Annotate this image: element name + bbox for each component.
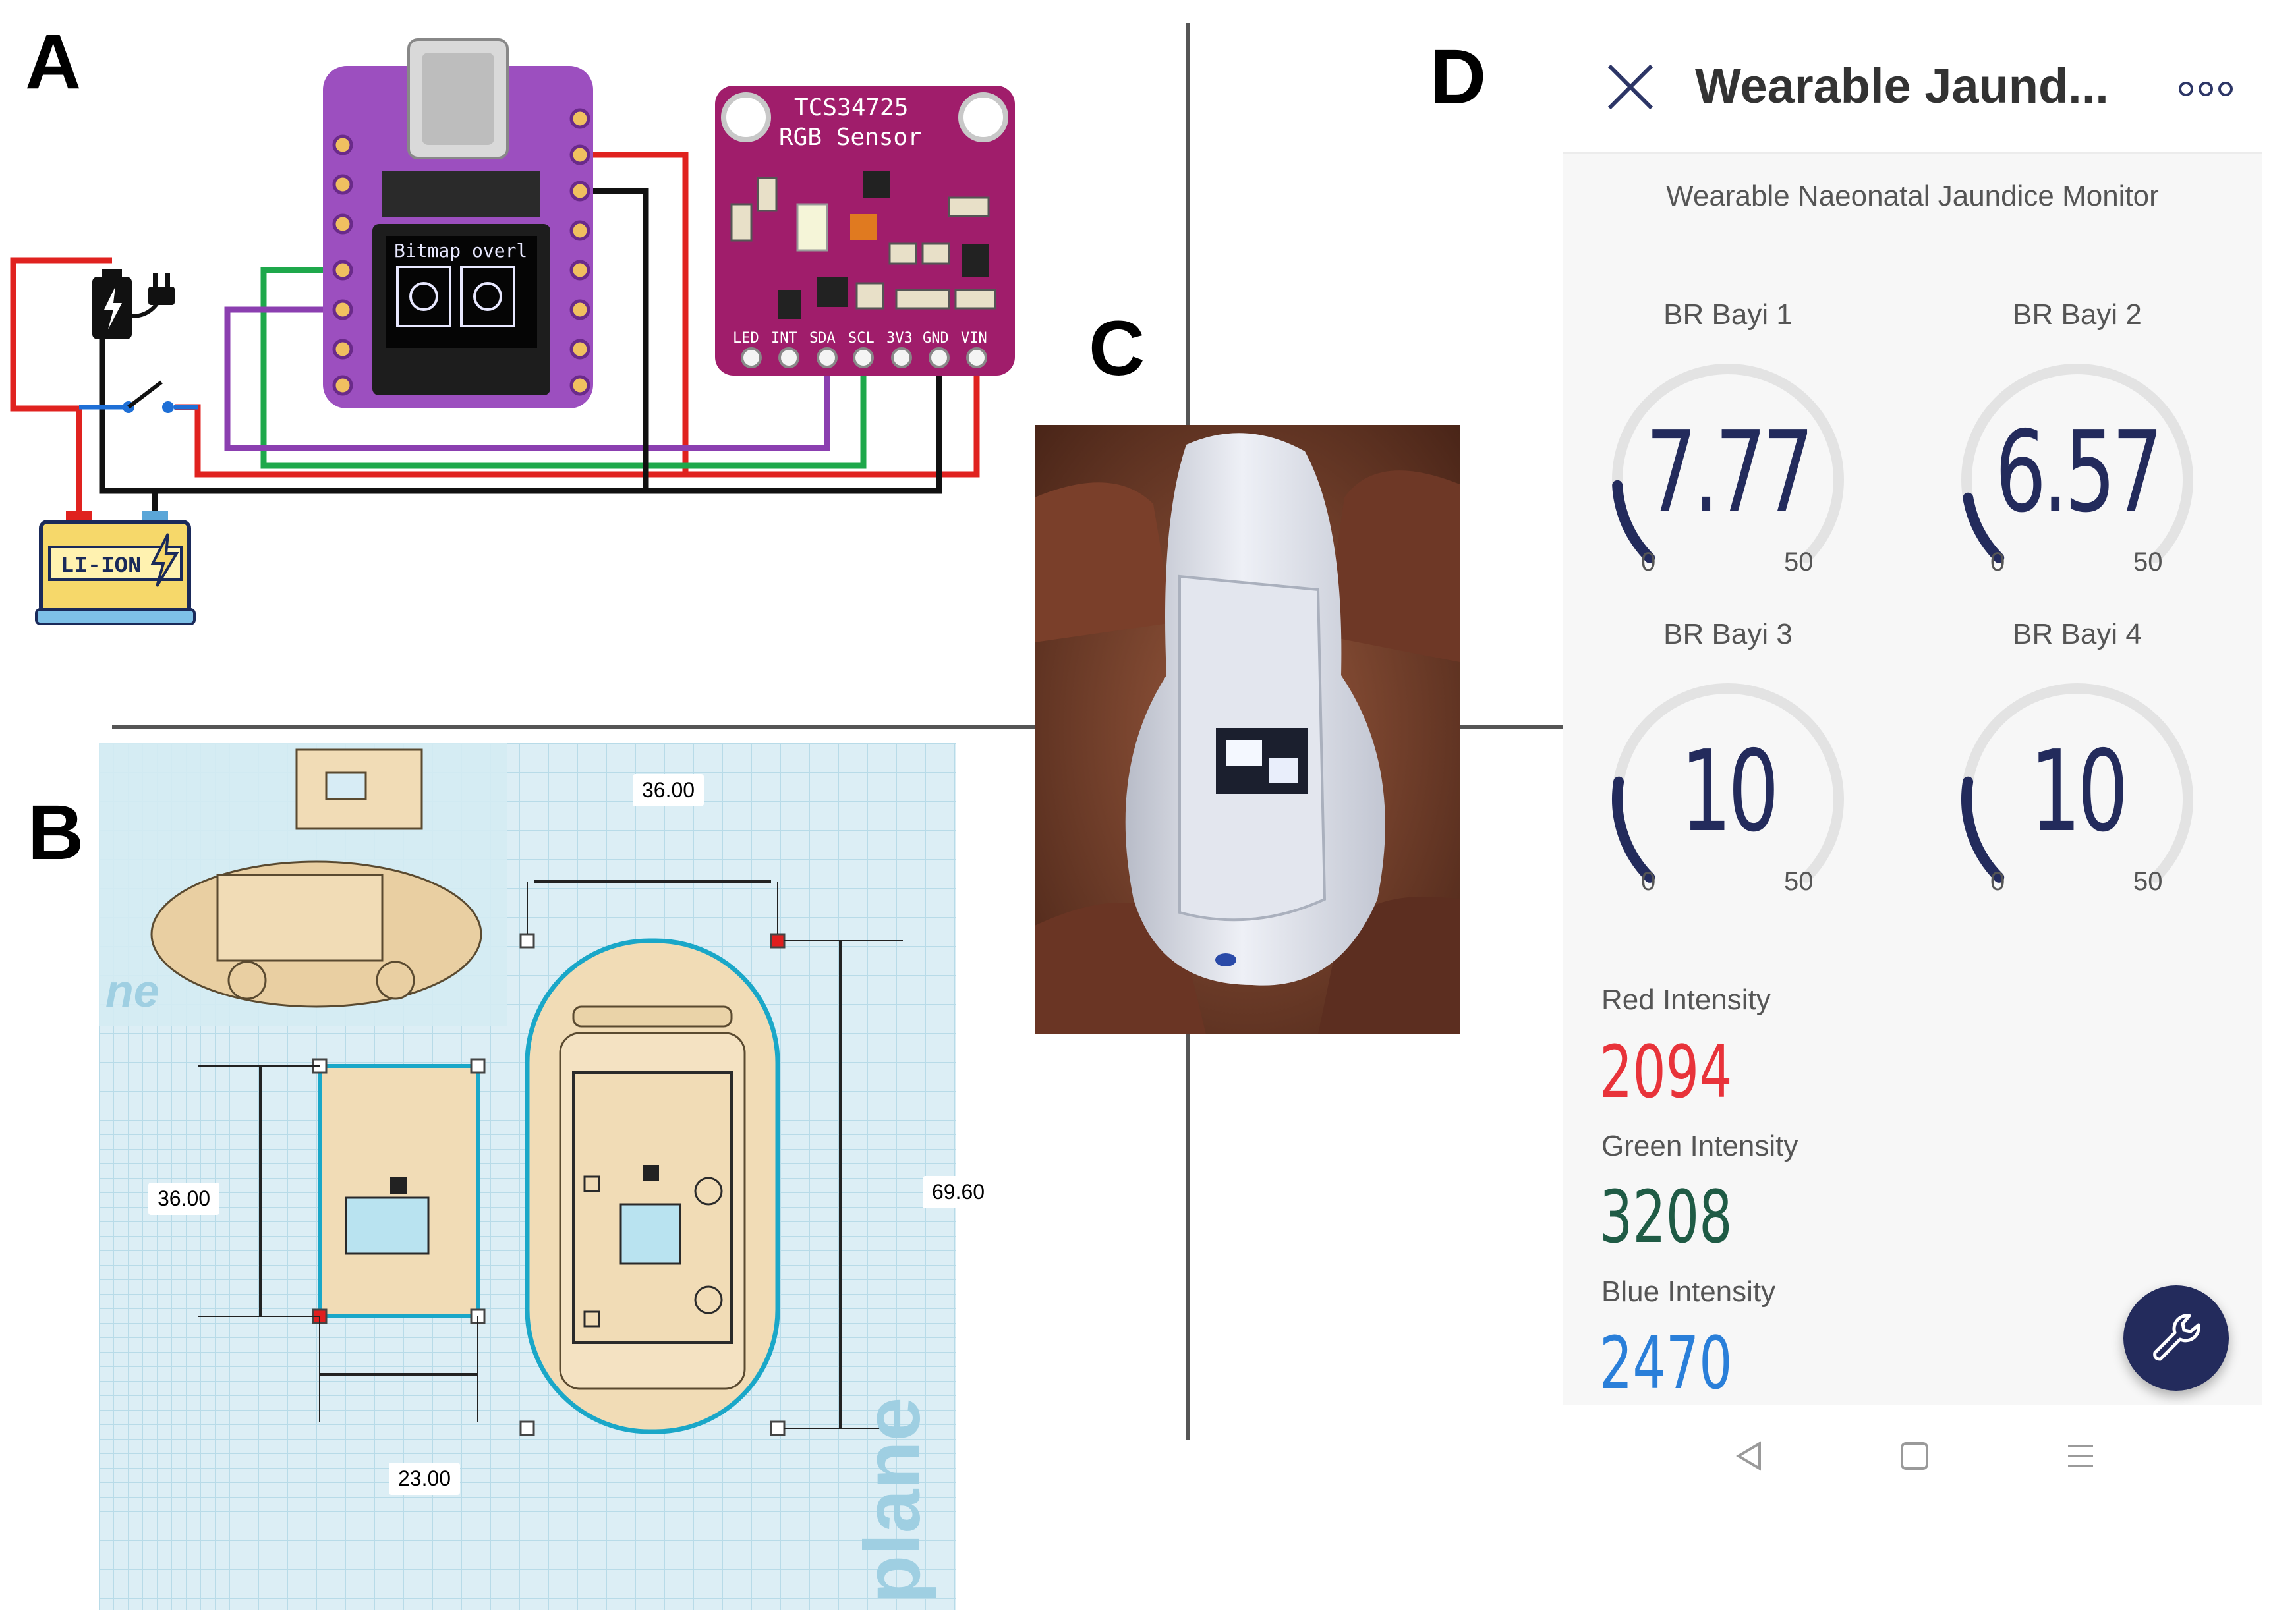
sensor-pin-labels: LED INT SDA SCL 3V3 GND VIN <box>733 330 987 347</box>
dim-top-width: 36.00 <box>633 774 704 806</box>
green-intensity-label: Green Intensity <box>1601 1130 1798 1162</box>
battery-icon: LI-ION <box>35 511 196 625</box>
board-pads-left <box>332 134 353 396</box>
close-icon[interactable] <box>1604 61 1657 113</box>
gauge-min: 0 <box>1990 867 2005 896</box>
rgb-sensor-board: TCS34725 RGB Sensor LED INT SDA SCL 3V3 … <box>715 86 1015 376</box>
panel-label-d: D <box>1430 34 1487 121</box>
gauge-fill <box>1612 776 1655 883</box>
panel-label-b: B <box>28 789 84 876</box>
plane-text: plane <box>848 1397 936 1604</box>
svg-text:SDA: SDA <box>809 330 836 347</box>
red-intensity-value: 2094 <box>1599 1030 1733 1114</box>
cad-3d-preview: ne <box>99 743 507 1026</box>
panel-label-c: C <box>1089 305 1145 392</box>
menu-icon[interactable] <box>2065 1441 2096 1471</box>
gauge-max: 50 <box>1784 867 1814 896</box>
gauge-fill <box>1963 492 2005 563</box>
home-icon[interactable] <box>1899 1441 1930 1471</box>
gauge-value: 7.77 <box>1646 407 1814 538</box>
gauge-min: 0 <box>1641 867 1656 896</box>
gauge-arc <box>1612 364 1844 563</box>
gauge-track <box>1961 364 2193 563</box>
gauge-min: 0 <box>1641 547 1656 576</box>
svg-text:VIN: VIN <box>961 330 987 347</box>
wiring-diagram: LI-ION Bitmap overl TCS34725 <box>10 38 1015 625</box>
back-icon[interactable] <box>1733 1440 1766 1472</box>
gauge-arc <box>1961 364 2193 563</box>
sensor-pads <box>741 347 987 368</box>
app-body: Wearable Naeonatal Jaundice Monitor BR B… <box>1563 154 2262 1405</box>
dim-right-height: 69.60 <box>923 1176 994 1208</box>
cad-lid-part <box>198 1058 486 1422</box>
wire-purple-sda <box>224 306 830 451</box>
gauge-max: 50 <box>1784 547 1814 576</box>
gauge-value: 10 <box>2029 727 2129 857</box>
gauge-max: 50 <box>2133 867 2163 896</box>
sensor-name: TCS34725 <box>794 94 908 121</box>
more-icon[interactable] <box>2176 79 2235 99</box>
device-photo <box>1035 425 1460 1034</box>
sensor-subtitle: RGB Sensor <box>779 124 922 151</box>
panel-label-a: A <box>25 18 82 105</box>
wires <box>10 152 980 511</box>
app-title: Wearable Jaund... <box>1695 59 2109 113</box>
gauge-label: BR Bayi 4 <box>2013 618 2142 650</box>
dim-bottom-width: 23.00 <box>389 1463 461 1495</box>
dim-left-height: 36.00 <box>148 1183 220 1215</box>
wrench-icon <box>2153 1314 2200 1361</box>
gauge-fill <box>1961 776 2005 883</box>
green-intensity-value: 3208 <box>1599 1175 1733 1259</box>
svg-text:INT: INT <box>771 330 797 347</box>
gauge-label: BR Bayi 1 <box>1663 298 1793 331</box>
gauge-fill <box>1612 480 1655 563</box>
gauge-br-bayi-2: BR Bayi 2 6.57 0 50 <box>1932 298 2222 588</box>
wire-red-vin <box>685 358 980 478</box>
gauge-max: 50 <box>2133 547 2163 576</box>
switch-symbol <box>79 380 198 413</box>
battery-label: LI-ION <box>61 554 141 579</box>
svg-text:SCL: SCL <box>848 330 875 347</box>
oled-text: Bitmap overl <box>394 240 527 262</box>
svg-text:LED: LED <box>733 330 759 347</box>
gauge-value: 6.57 <box>1995 407 2163 538</box>
gauge-br-bayi-4: BR Bayi 4 10 0 50 <box>1932 618 2222 908</box>
gauge-label: BR Bayi 3 <box>1663 618 1793 650</box>
cad-drawing: ne <box>99 743 936 1604</box>
wire-black-battery <box>99 303 646 494</box>
red-intensity-label: Red Intensity <box>1601 984 1771 1016</box>
gauge-br-bayi-1: BR Bayi 1 7.77 0 50 <box>1583 298 1873 588</box>
gauge-arc <box>1961 683 2193 883</box>
charger-icon <box>92 269 175 339</box>
phone-screen: Wearable Jaund... Wearable Naeonatal Jau… <box>1563 13 2262 1509</box>
wire-green-scl <box>260 267 867 469</box>
gauge-min: 0 <box>1990 547 2005 576</box>
android-nav-bar <box>1563 1405 2262 1509</box>
gauge-label: BR Bayi 2 <box>2013 298 2142 331</box>
svg-text:3V3: 3V3 <box>886 330 913 347</box>
wire-red-charger-battery <box>10 257 112 511</box>
settings-fab[interactable] <box>2123 1285 2229 1391</box>
microcontroller-board: Bitmap overl <box>323 38 593 408</box>
svg-text:GND: GND <box>923 330 949 347</box>
board-pads-right <box>569 108 590 396</box>
app-header: Wearable Jaund... <box>1563 13 2262 154</box>
gauge-arc <box>1612 683 1844 883</box>
blue-intensity-label: Blue Intensity <box>1601 1275 1776 1308</box>
cad-base-part <box>519 880 903 1436</box>
blue-intensity-value: 2470 <box>1599 1321 1733 1405</box>
app-subtitle: Wearable Naeonatal Jaundice Monitor <box>1666 180 2159 212</box>
plane-text-small: ne <box>105 965 159 1017</box>
gauge-br-bayi-3: BR Bayi 3 10 0 50 <box>1583 618 1873 908</box>
gauge-value: 10 <box>1680 727 1779 857</box>
